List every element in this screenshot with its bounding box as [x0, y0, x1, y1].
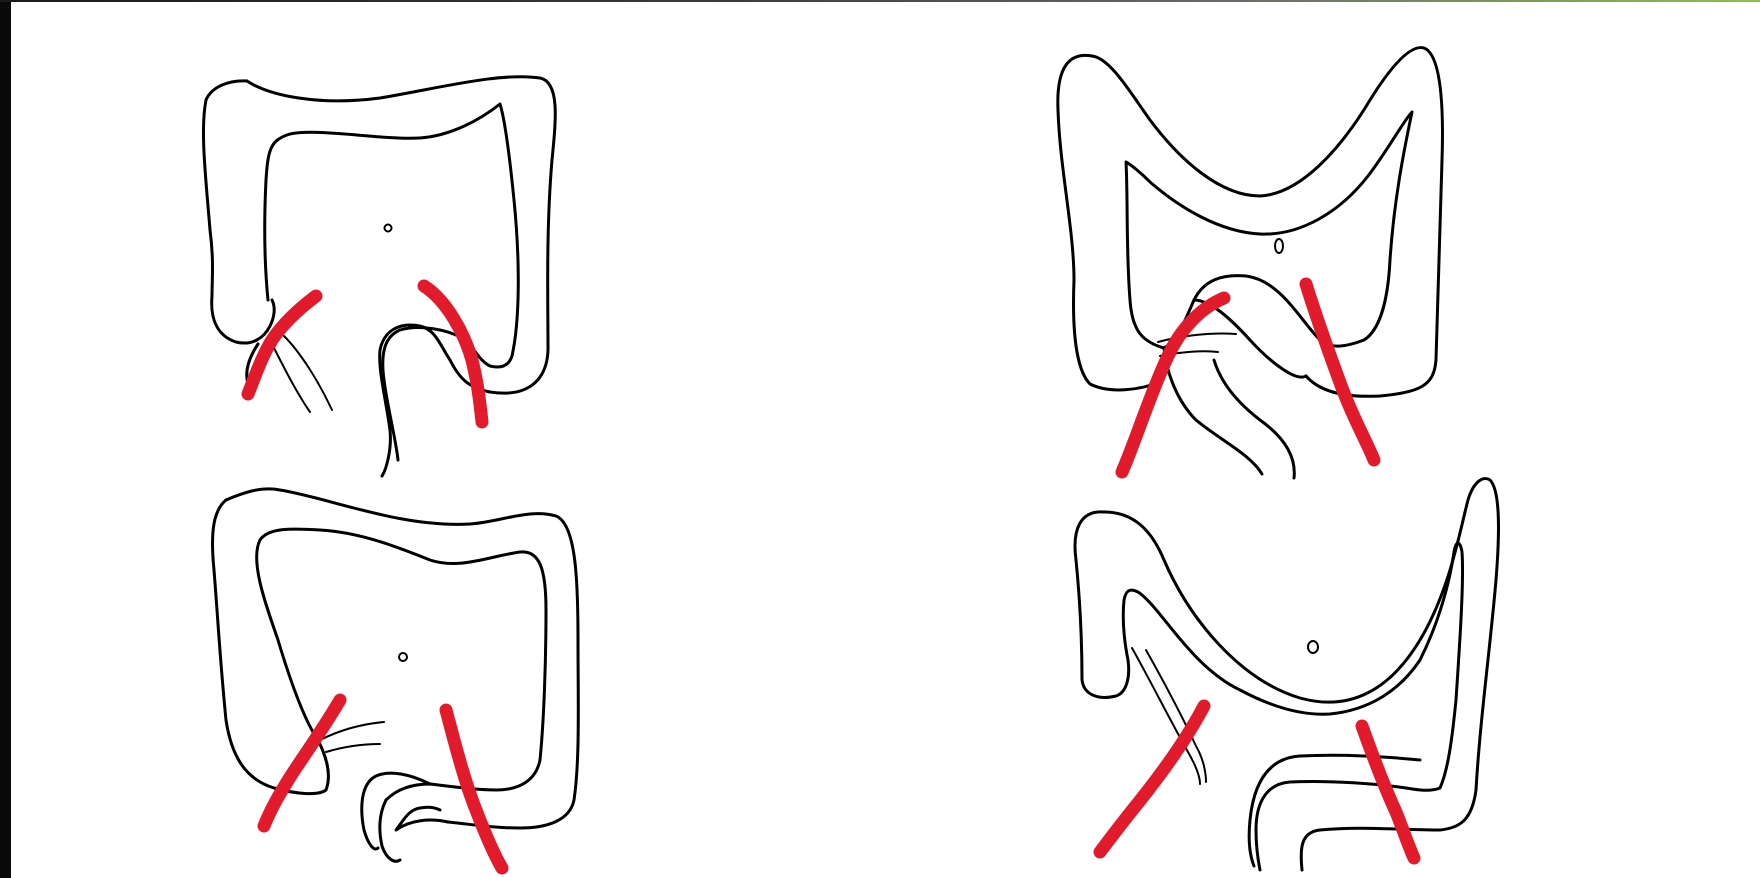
colon-outer-wall-left — [1075, 512, 1129, 698]
center-dot — [399, 653, 407, 661]
window-edge-left — [0, 0, 11, 878]
panel-top-left — [203, 77, 555, 476]
resection-line — [1100, 706, 1204, 852]
vessel-strand — [326, 744, 380, 752]
window-edge-top — [0, 0, 1760, 2]
resection-line — [424, 286, 482, 422]
center-dot — [1308, 641, 1318, 653]
vessel-strand — [284, 336, 332, 410]
colon-outer-wall — [226, 489, 578, 828]
panel-bottom-right — [1075, 479, 1498, 870]
sigmoid-loop — [1301, 828, 1440, 870]
resection-line — [1362, 726, 1414, 858]
center-dot — [385, 225, 392, 232]
center-dot — [1275, 239, 1283, 253]
sigmoid-loop-inner-lower — [1214, 360, 1294, 478]
colon-outer-wall-top — [1092, 48, 1442, 397]
rectum-loop-outer — [396, 807, 448, 830]
resection-line — [1306, 284, 1374, 460]
panel-top-right — [1058, 48, 1443, 478]
panel-bottom-left — [213, 489, 579, 868]
resection-line — [264, 700, 340, 826]
colon-inner-wall — [1126, 112, 1412, 348]
